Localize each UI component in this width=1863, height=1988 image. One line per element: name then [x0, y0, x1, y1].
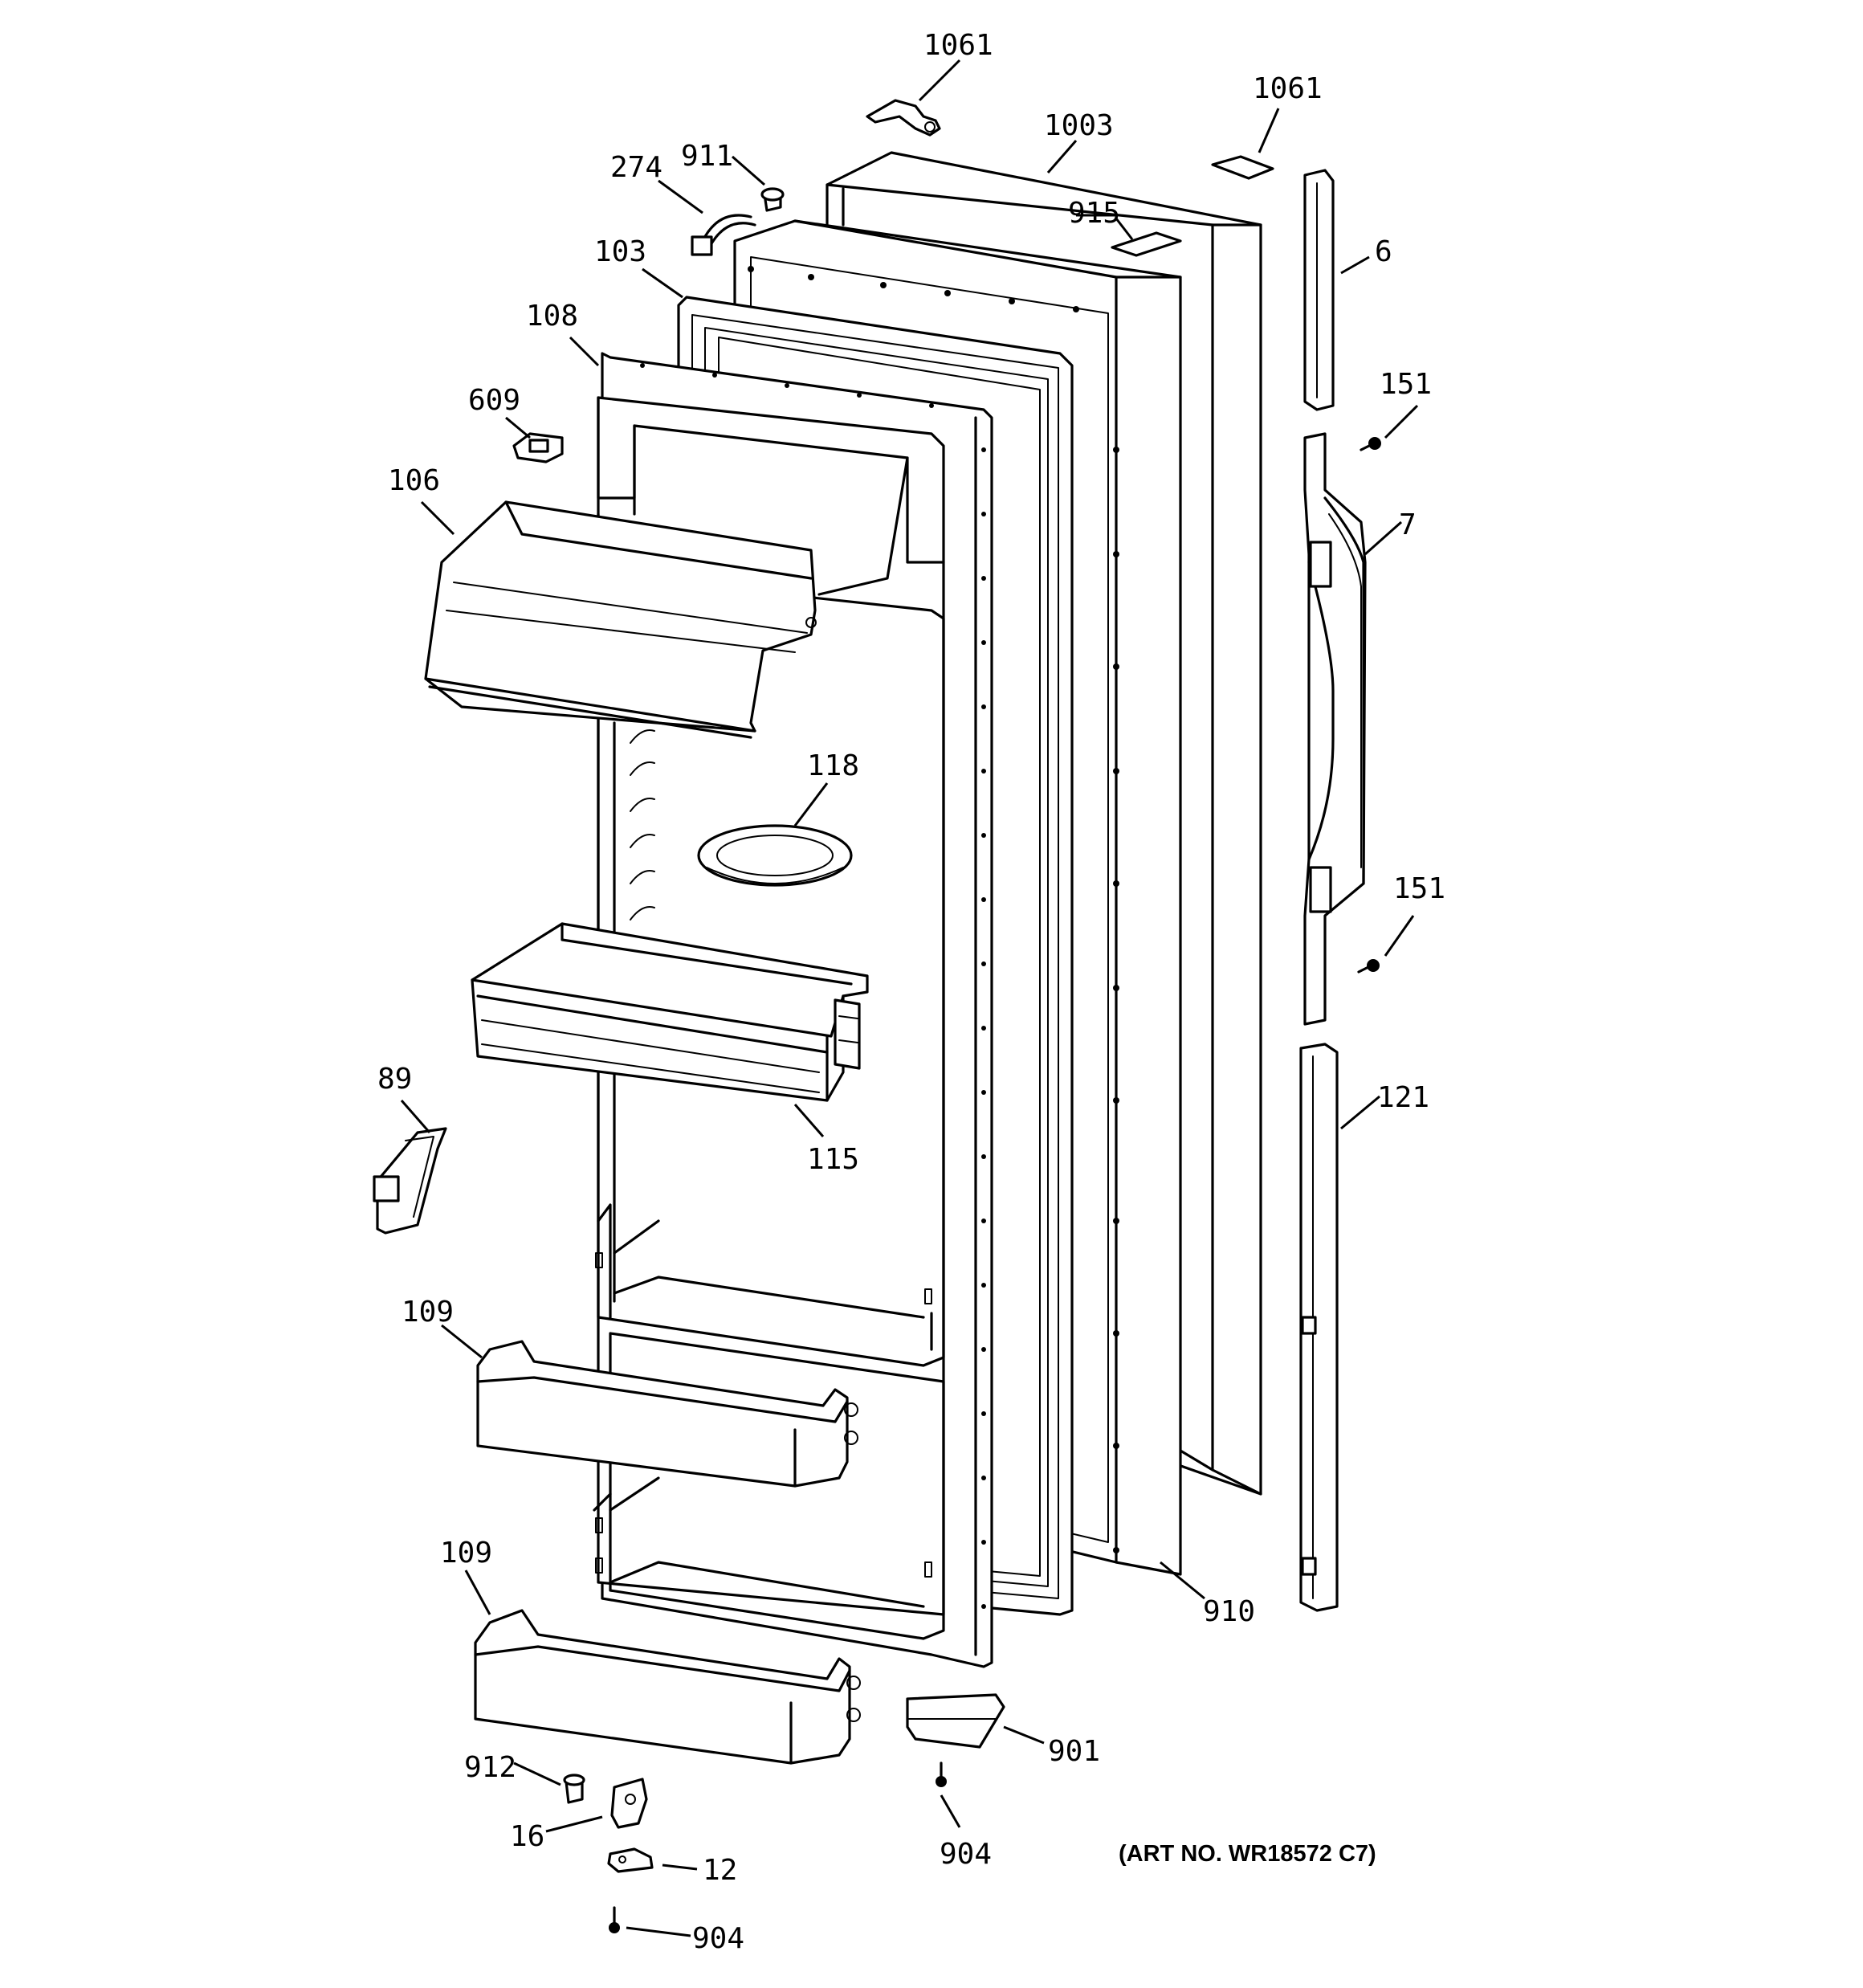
part-16-bottom-hinge: [610, 1778, 648, 1829]
callout-89: 89: [377, 1063, 412, 1096]
callout-910: 910: [1203, 1595, 1255, 1628]
part-7-door-handle: [1303, 432, 1367, 1026]
callout-118: 118: [807, 749, 859, 782]
callout-901: 901: [1048, 1735, 1100, 1768]
callout-108: 108: [526, 300, 578, 333]
frame-holes: [748, 266, 1119, 1553]
part-106-dairy-bin: [424, 500, 817, 739]
part-911-plug: [760, 187, 785, 212]
callout-151-upper: 151: [1380, 368, 1432, 401]
part-109-lower-bin: [474, 1609, 861, 1765]
part-6-handle-top-cap: [1303, 169, 1335, 411]
callout-904-bottom: 904: [692, 1922, 744, 1955]
callout-912: 912: [464, 1751, 516, 1784]
liner-edge-dots: [640, 363, 986, 1609]
callout-904-right: 904: [940, 1838, 992, 1871]
part-904-screw-bottom: [609, 1906, 620, 1933]
callout-1061-top-hinge: 1061: [923, 29, 993, 62]
part-12-hinge-bracket: [607, 1847, 654, 1873]
part-1061-top-hinge: [866, 99, 941, 137]
callout-915: 915: [1068, 197, 1120, 230]
callout-1061-hinge-cover: 1061: [1253, 72, 1323, 105]
part-118-oval-tray: [697, 824, 853, 887]
callout-109-lower: 109: [440, 1537, 492, 1570]
callout-115: 115: [807, 1143, 859, 1176]
callout-151-lower: 151: [1393, 872, 1445, 905]
callout-103: 103: [594, 235, 646, 268]
part-904-screw-right: [936, 1761, 947, 1787]
part-115-door-bin: [471, 922, 869, 1102]
part-151-screw-upper: [1360, 437, 1381, 451]
callout-109-upper: 109: [402, 1296, 454, 1329]
callout-609: 609: [468, 384, 520, 417]
part-912-bushing: [563, 1774, 585, 1804]
part-274-wire-harness: [691, 214, 756, 256]
callout-7: 7: [1399, 508, 1417, 541]
callout-12: 12: [703, 1854, 737, 1887]
part-915-spacer: [1111, 231, 1182, 257]
callout-6: 6: [1375, 235, 1392, 268]
part-1061-hinge-cover: [1211, 155, 1274, 180]
callout-274: 274: [610, 151, 662, 184]
part-121-handle-bottom-trim: [1299, 1043, 1339, 1612]
part-151-screw-lower: [1357, 959, 1380, 974]
callout-16: 16: [510, 1820, 544, 1853]
part-89-small-bin: [373, 1127, 447, 1235]
leader-lines: [400, 59, 1419, 1937]
part-901-hinge-cover: [906, 1693, 1005, 1749]
callout-106: 106: [388, 464, 440, 497]
callout-911: 911: [681, 140, 733, 173]
part-109-upper-bin: [476, 1340, 858, 1488]
callout-1003: 1003: [1044, 109, 1114, 142]
art-number: (ART NO. WR18572 C7): [1119, 1841, 1376, 1867]
callout-labels: 1061 1061 1003 911 274 915 103 6 108 151…: [377, 29, 1445, 1955]
part-609-switch: [512, 432, 564, 463]
callout-121: 121: [1377, 1081, 1429, 1114]
